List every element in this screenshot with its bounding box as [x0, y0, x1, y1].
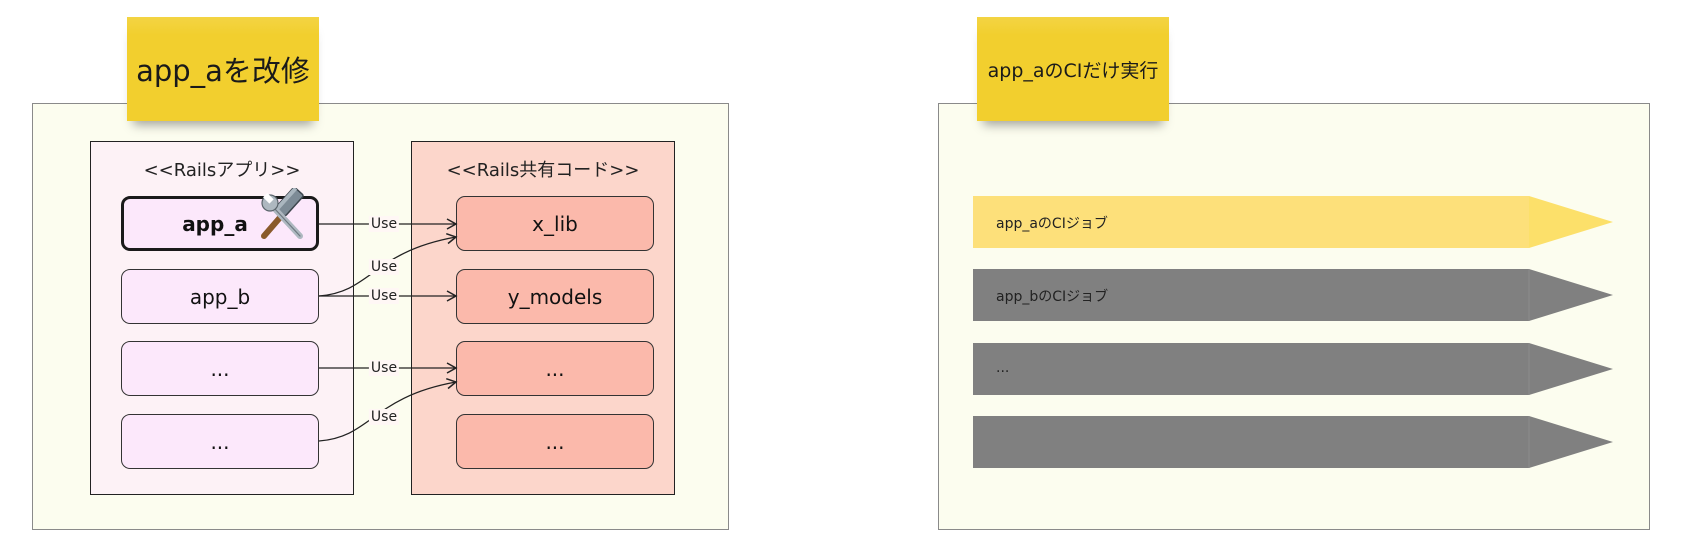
edge-label: Use [368, 259, 400, 275]
lib-node-label: y_models [507, 284, 603, 309]
edge-label: Use [368, 360, 400, 376]
lib-node-ellipsis-2[interactable]: ... [456, 414, 654, 469]
edge-label: Use [368, 216, 400, 232]
app-node-label: app_a [182, 211, 248, 236]
tools-icon [261, 188, 304, 239]
lib-node-label: ... [545, 356, 565, 381]
app-node-label: ... [210, 356, 230, 381]
ci-job-label: ... [996, 360, 1010, 376]
lib-node-ellipsis-1[interactable]: ... [456, 341, 654, 396]
app-node-label: app_b [189, 284, 251, 309]
right-sticky-title: app_aのCIだけ実行 [987, 59, 1159, 82]
left-sticky-note[interactable]: app_aを改修 [127, 17, 319, 121]
app-node-ellipsis-1[interactable]: ... [121, 341, 319, 396]
rails-apps-group-title: <<Railsアプリ>> [143, 160, 301, 181]
ci-job-label: app_bのCIジョブ [996, 289, 1109, 305]
lib-node-y-models[interactable]: y_models [456, 269, 654, 324]
app-node-ellipsis-2[interactable]: ... [121, 414, 319, 469]
edge-label: Use [368, 288, 400, 304]
ci-job-bar-ellipsis[interactable] [973, 343, 1613, 395]
ci-job-bar-app-a[interactable] [973, 196, 1613, 248]
app-node-label: ... [210, 429, 230, 454]
ci-job-label: app_aのCIジョブ [996, 216, 1108, 232]
left-sticky-title: app_aを改修 [136, 54, 310, 88]
ci-job-bar-app-b[interactable] [973, 269, 1613, 321]
app-node-app-b[interactable]: app_b [121, 269, 319, 324]
right-sticky-note[interactable]: app_aのCIだけ実行 [977, 17, 1169, 121]
lib-node-label: ... [545, 429, 565, 454]
lib-node-x-lib[interactable]: x_lib [456, 196, 654, 251]
ci-job-bar-blank[interactable] [973, 416, 1613, 468]
rails-shared-code-group-title: <<Rails共有コード>> [446, 160, 640, 181]
edge-label: Use [368, 409, 400, 425]
lib-node-label: x_lib [532, 211, 578, 236]
